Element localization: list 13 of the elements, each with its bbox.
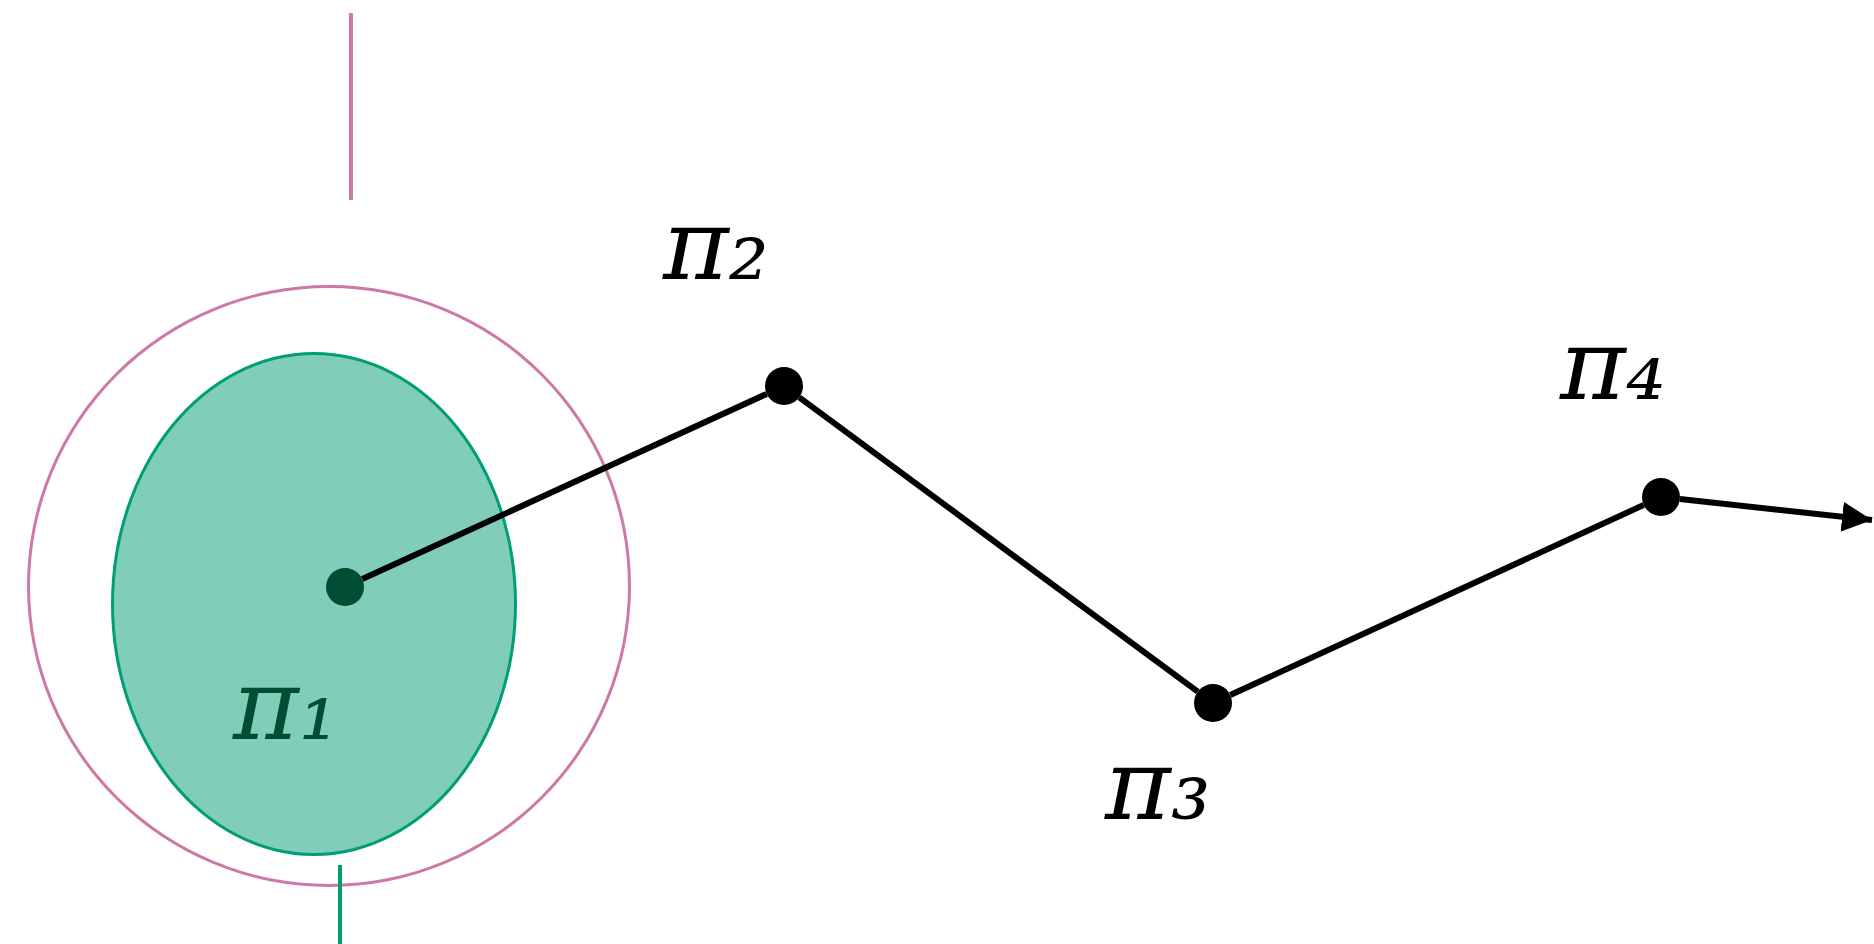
point-dot — [326, 568, 364, 606]
point-label: π₂ — [663, 195, 769, 295]
connector-line — [361, 391, 768, 582]
arrow — [1679, 496, 1873, 532]
point-dot — [1194, 684, 1232, 722]
point-label: π₁ — [233, 655, 339, 755]
point-label: π₄ — [1560, 315, 1666, 415]
point-dot — [765, 367, 803, 405]
connector-line — [797, 394, 1200, 695]
circle-region — [27, 285, 631, 887]
point-label: π₃ — [1105, 735, 1211, 835]
connector-line — [1229, 502, 1645, 698]
point-dot — [1642, 478, 1680, 516]
